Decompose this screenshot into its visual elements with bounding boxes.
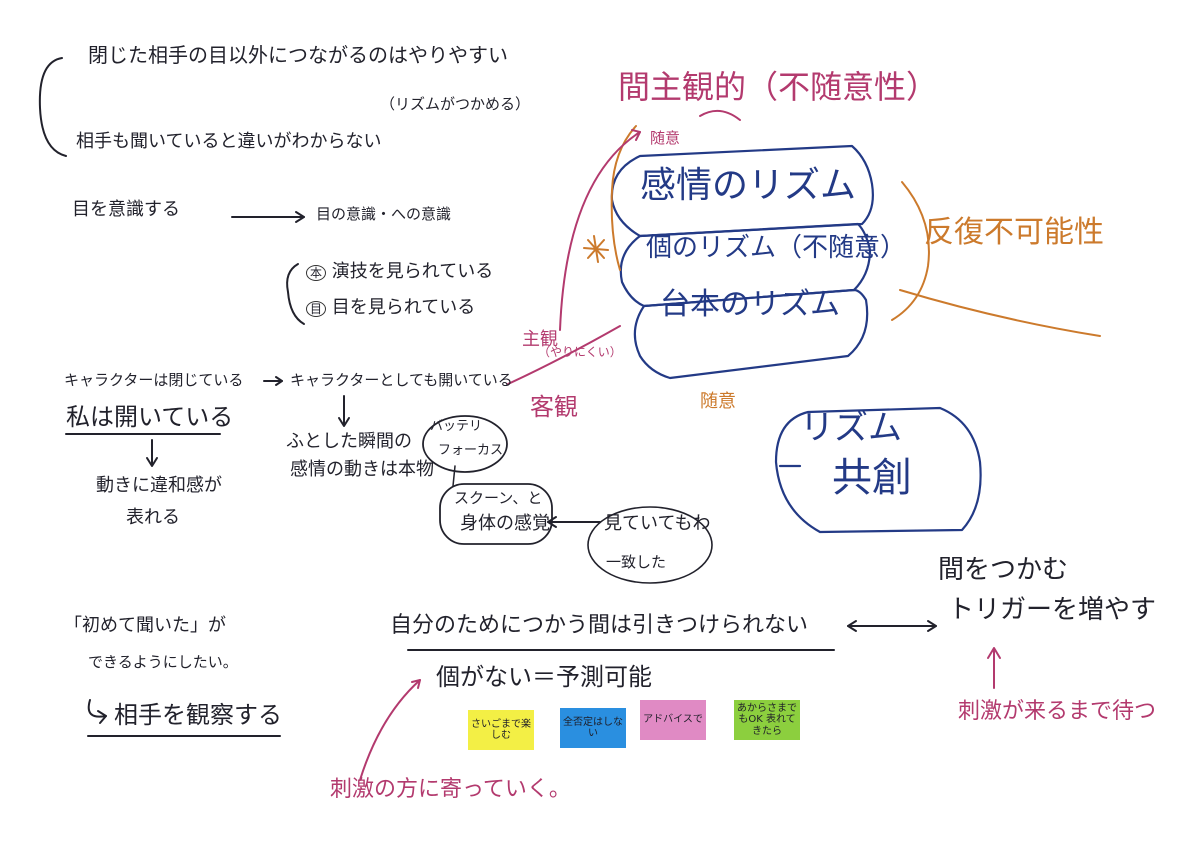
bubble-battery-line1: バッテリ: [430, 419, 483, 434]
note-rhythm-grasp: （リズムがつかめる）: [380, 95, 531, 113]
note-seen-line2: 一致した: [606, 553, 667, 571]
label-objective: 客観: [530, 393, 578, 421]
orange-star: [583, 235, 609, 263]
note-observe-partner: 相手を観察する: [114, 701, 282, 729]
label-voluntary: 随意: [700, 391, 736, 412]
sticky-advice: アドバイスで: [640, 700, 706, 740]
bubble-seen: [587, 506, 713, 584]
note-increase-triggers: トリガーを増やす: [948, 595, 1157, 625]
note-discomfort-line1: 動きに違和感が: [96, 475, 222, 496]
note-moment-line1: ふとした瞬間の: [286, 431, 412, 452]
note-self-serving-pause: 自分のためにつかう間は引きつけられない: [390, 613, 809, 638]
note-want-to-do: できるようにしたい。: [88, 653, 238, 671]
label-subjective: 主観: [522, 329, 558, 350]
note-seen-line1: 見ていてもわ: [604, 513, 711, 534]
sticky-obvious-ok: あからさまでもOK 表れてきたら: [734, 700, 800, 740]
note-approach-stimulus: 刺激の方に寄っていく。: [330, 777, 571, 802]
orange-left-brace: [610, 125, 637, 271]
note-character-open: キャラクターとしても開いている: [290, 371, 513, 389]
box-rhythm-label: リズム: [800, 408, 902, 448]
sticky-enjoy-to-end: さいごまで楽しむ: [468, 710, 534, 750]
label-unrepeatability: 反復不可能性: [924, 215, 1104, 250]
bottom-left-arrow: [87, 699, 107, 718]
magenta-curve-top: [559, 131, 641, 331]
layer-individual-rhythm: 個のリズム（不随意）: [646, 233, 907, 263]
box-screen-line2: 身体の感覚: [460, 513, 550, 534]
note-performance-seen-text: 演技を見られている: [331, 261, 494, 282]
note-discomfort-line2: 表れる: [126, 507, 180, 528]
note-wait-for-stimulus: 刺激が来るまで待つ: [958, 699, 1157, 724]
box-screen: [439, 483, 553, 545]
label-hard-to-do: （やりにくい）: [538, 345, 622, 359]
magenta-curve-left: [507, 325, 621, 385]
note-predictable: 個がない＝予測可能: [436, 663, 652, 691]
note-moment-line2: 感情の動きは本物: [290, 459, 434, 480]
note-eye-seen: 目 目を見られている: [306, 298, 475, 318]
note-listening-difference: 相手も聞いていると違いがわからない: [76, 131, 382, 152]
note-performance-seen: 本 演技を見られている: [306, 262, 493, 282]
magenta-curve-bottom: [359, 679, 421, 781]
note-eye-awareness: 目を意識する: [72, 199, 180, 220]
orange-right-brace: [891, 181, 930, 321]
magenta-brace-top: [699, 109, 741, 121]
circle-mark-eye: 目: [306, 301, 327, 317]
left-bracket: [38, 57, 67, 157]
circle-mark-book: 本: [306, 265, 327, 281]
note-grasp-pause: 間をつかむ: [938, 555, 1069, 585]
layer-script-outline: [633, 288, 869, 380]
layer-script-rhythm: 台本のリズム: [660, 287, 840, 322]
layer-emotion-rhythm: 感情のリズム: [640, 165, 857, 206]
orange-curve: [899, 289, 1101, 337]
label-voluntary-top: 随意: [650, 129, 681, 147]
note-first-time-heard: 「初めて聞いた」が: [64, 615, 226, 636]
note-i-am-open: 私は開いている: [66, 403, 234, 431]
sticky-no-denial: 全否定はしない: [560, 708, 626, 748]
label-intersubjective: 間主観的（不随意性）: [618, 68, 939, 106]
box-screen-line1: スクーン、と: [454, 489, 543, 507]
bubble-battery-line2: フォーカス: [438, 443, 504, 458]
brace-eye: [286, 263, 305, 325]
bubble-battery: [422, 415, 508, 473]
note-eye-seen-text: 目を見られている: [331, 297, 476, 318]
box-rhythm-outline: [774, 406, 982, 534]
box-cocreation-label: 共創: [832, 455, 912, 501]
note-eye-awareness-other: 目の意識・への意識: [316, 205, 452, 223]
note-character-closed: キャラクターは閉じている: [64, 371, 244, 389]
note-eye-contact-ease: 閉じた相手の目以外につながるのはやりやすい: [88, 43, 508, 67]
